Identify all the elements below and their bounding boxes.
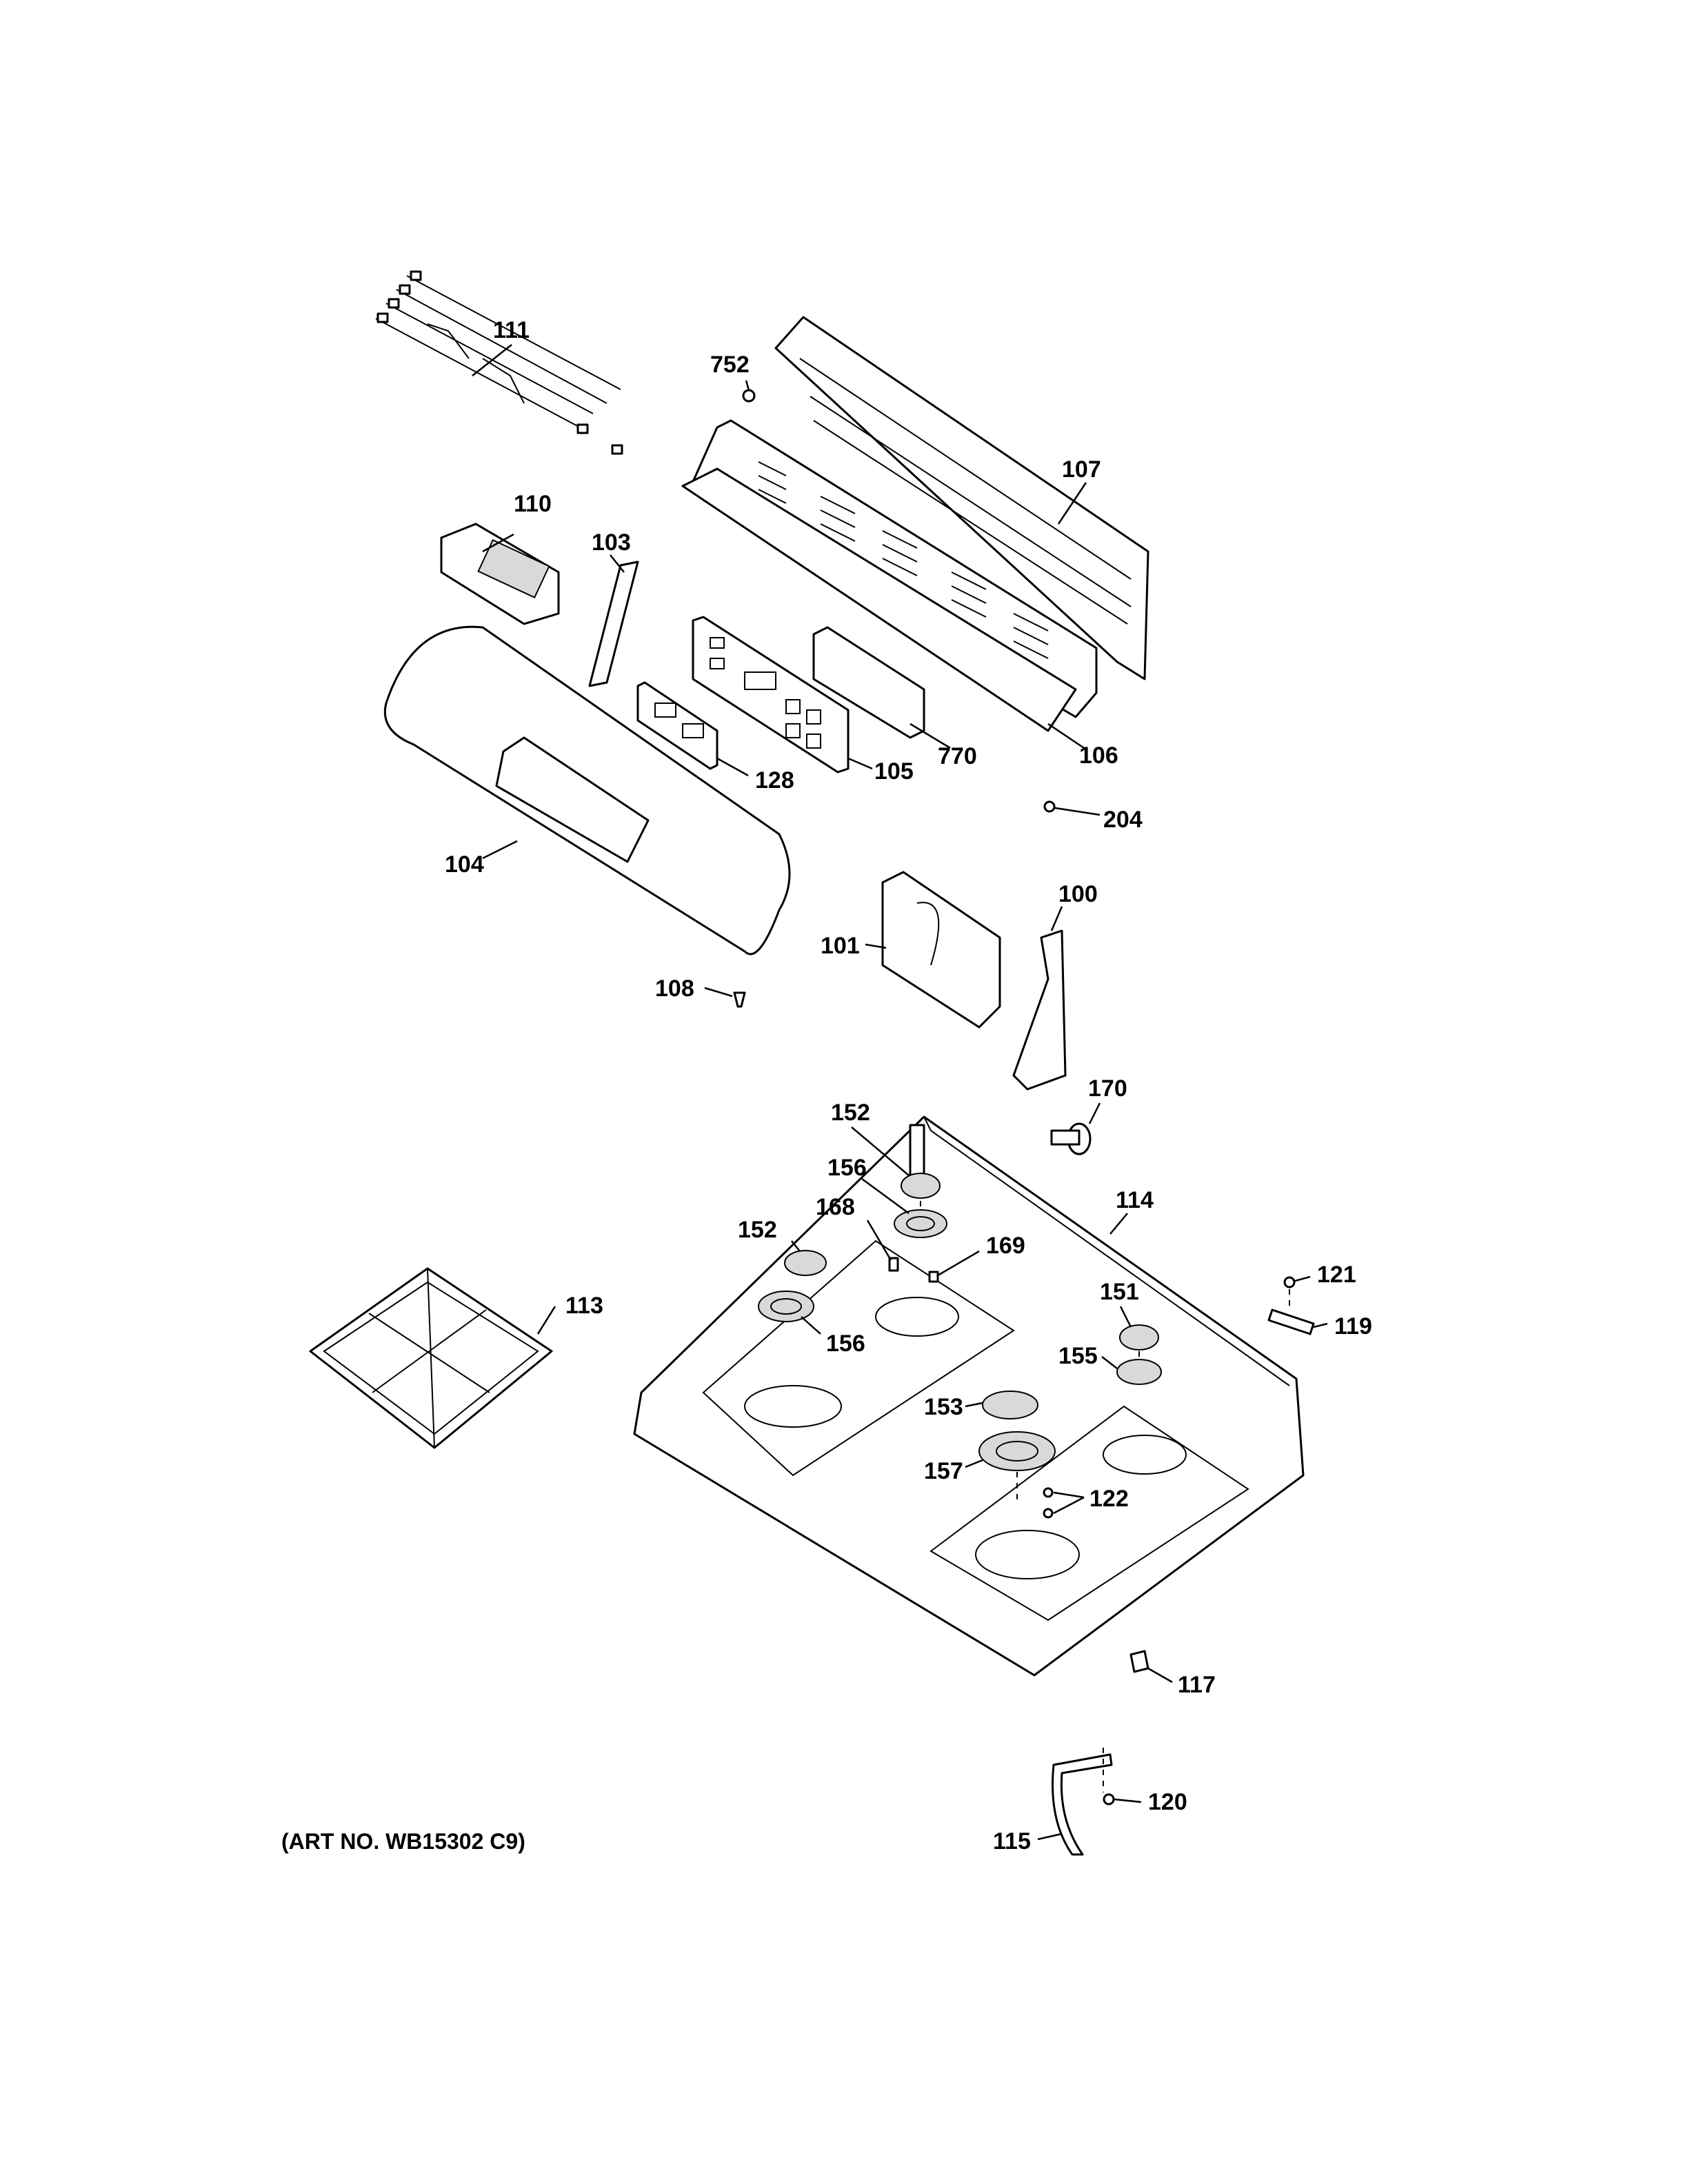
part-156-burner-head-front-left	[758, 1291, 814, 1322]
part-155-burner-head-rear-right	[1116, 1359, 1162, 1385]
callout-770: 770	[938, 743, 977, 769]
callout-110: 110	[514, 491, 552, 517]
part-156-burner-head-rear-left	[894, 1209, 947, 1238]
callout-108: 108	[655, 975, 694, 1002]
callout-103: 103	[592, 529, 631, 556]
callout-151: 151	[1100, 1279, 1139, 1305]
callout-105: 105	[874, 758, 914, 785]
callout-156-front: 156	[826, 1331, 865, 1357]
callout-119: 119	[1334, 1313, 1372, 1339]
callout-156-rear: 156	[827, 1155, 867, 1181]
part-107-backguard	[774, 316, 1149, 680]
art-number-caption: (ART NO. WB15302 C9)	[281, 1829, 525, 1854]
callout-122: 122	[1089, 1486, 1129, 1512]
callout-152-front: 152	[738, 1217, 777, 1243]
part-111-wire-harness	[375, 270, 623, 455]
part-101-shield	[881, 871, 1001, 1029]
part-151-burner-cap-rear-right	[1119, 1324, 1159, 1351]
part-117-nut	[1129, 1650, 1149, 1673]
part-106-manifold-panel	[681, 419, 1098, 732]
part-103-bracket	[588, 560, 639, 687]
callout-128: 128	[755, 767, 794, 793]
part-204-screw	[1043, 800, 1056, 813]
callout-101: 101	[821, 933, 860, 959]
callout-155: 155	[1058, 1343, 1098, 1369]
part-168-electrode	[888, 1257, 899, 1272]
callout-106: 106	[1079, 742, 1118, 769]
part-153-burner-cap-front-right	[982, 1391, 1038, 1419]
part-122-screws	[1043, 1487, 1054, 1519]
alignment-lines	[920, 1201, 1290, 1792]
part-152-burner-cap-rear-left	[901, 1173, 941, 1199]
part-170-screw	[1050, 1122, 1092, 1155]
part-100-bracket	[1012, 929, 1067, 1091]
part-770-bracket	[812, 626, 925, 739]
part-108-screw	[733, 991, 746, 1008]
callout-752: 752	[710, 352, 750, 378]
callout-114: 114	[1116, 1187, 1154, 1213]
part-157-burner-head-front-right	[978, 1431, 1056, 1471]
leader-lines	[472, 344, 1328, 1841]
part-152-burner-cap-front-left	[784, 1250, 827, 1276]
callout-152-rear: 152	[831, 1100, 870, 1126]
callout-168: 168	[816, 1194, 855, 1220]
callout-107: 107	[1062, 456, 1101, 483]
callout-157: 157	[924, 1458, 963, 1484]
part-115-rod	[1052, 1753, 1113, 1856]
part-110-ignition-module	[440, 523, 560, 625]
callout-100: 100	[1058, 881, 1098, 907]
part-105-control-board	[692, 616, 850, 774]
callout-169: 169	[986, 1233, 1025, 1259]
part-169-clip	[928, 1271, 939, 1283]
part-114-cooktop	[633, 1115, 1305, 1677]
callout-204: 204	[1103, 807, 1143, 833]
part-752-screw	[742, 389, 756, 403]
callout-153: 153	[924, 1394, 963, 1420]
callout-170: 170	[1088, 1075, 1127, 1102]
callout-labels: 111 752 107 110 103 770 106 128 105 204 …	[445, 317, 1372, 1854]
callout-113: 113	[565, 1293, 603, 1319]
part-120-screw	[1103, 1793, 1115, 1806]
callout-115: 115	[993, 1828, 1031, 1854]
part-121-screw	[1283, 1276, 1296, 1288]
part-104-control-panel	[383, 625, 791, 956]
callout-121: 121	[1317, 1262, 1356, 1288]
callout-117: 117	[1178, 1672, 1216, 1698]
callout-120: 120	[1148, 1789, 1187, 1815]
part-113-grate	[309, 1267, 553, 1449]
part-119-hinge-bracket	[1267, 1308, 1315, 1335]
callout-111: 111	[493, 317, 530, 343]
callout-104: 104	[445, 851, 484, 878]
part-128-overlay	[636, 681, 719, 770]
